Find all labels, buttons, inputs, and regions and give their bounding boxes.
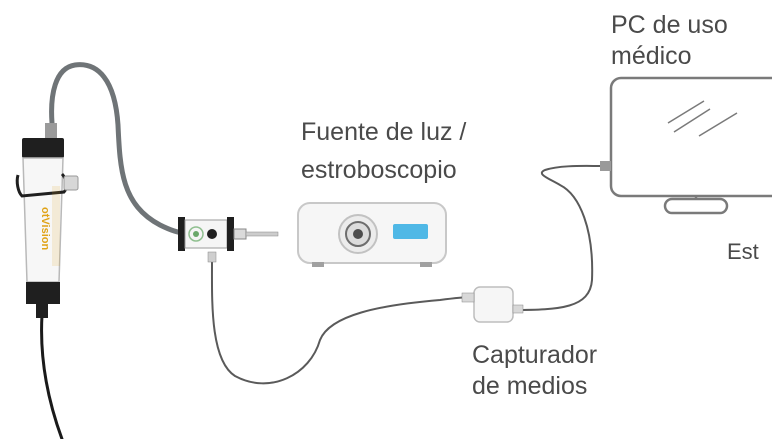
- pc-label-line2: médico: [611, 42, 692, 70]
- cut-off-label: Est: [727, 239, 759, 264]
- media-capture-box: [461, 286, 524, 323]
- light-source-label-line1: Fuente de luz /: [301, 118, 467, 146]
- cables: [40, 62, 601, 439]
- brand-label: otVision: [39, 207, 51, 251]
- light-cable: [49, 62, 188, 236]
- scope-cable: [40, 313, 64, 439]
- medical-pc-monitor: [600, 76, 772, 215]
- light-source-label-line2: estroboscopio: [301, 156, 457, 184]
- pc-label-line1: PC de uso: [611, 11, 728, 39]
- endoscope-handle: [15, 123, 79, 318]
- media-capture-label-line2: de medios: [472, 372, 588, 400]
- light-source-box: [297, 202, 447, 267]
- coupler-to-capture-cable: [210, 261, 475, 385]
- capture-to-pc-cable: [512, 164, 601, 311]
- camera-coupler: [178, 217, 279, 263]
- media-capture-label-line1: Capturador: [472, 341, 598, 369]
